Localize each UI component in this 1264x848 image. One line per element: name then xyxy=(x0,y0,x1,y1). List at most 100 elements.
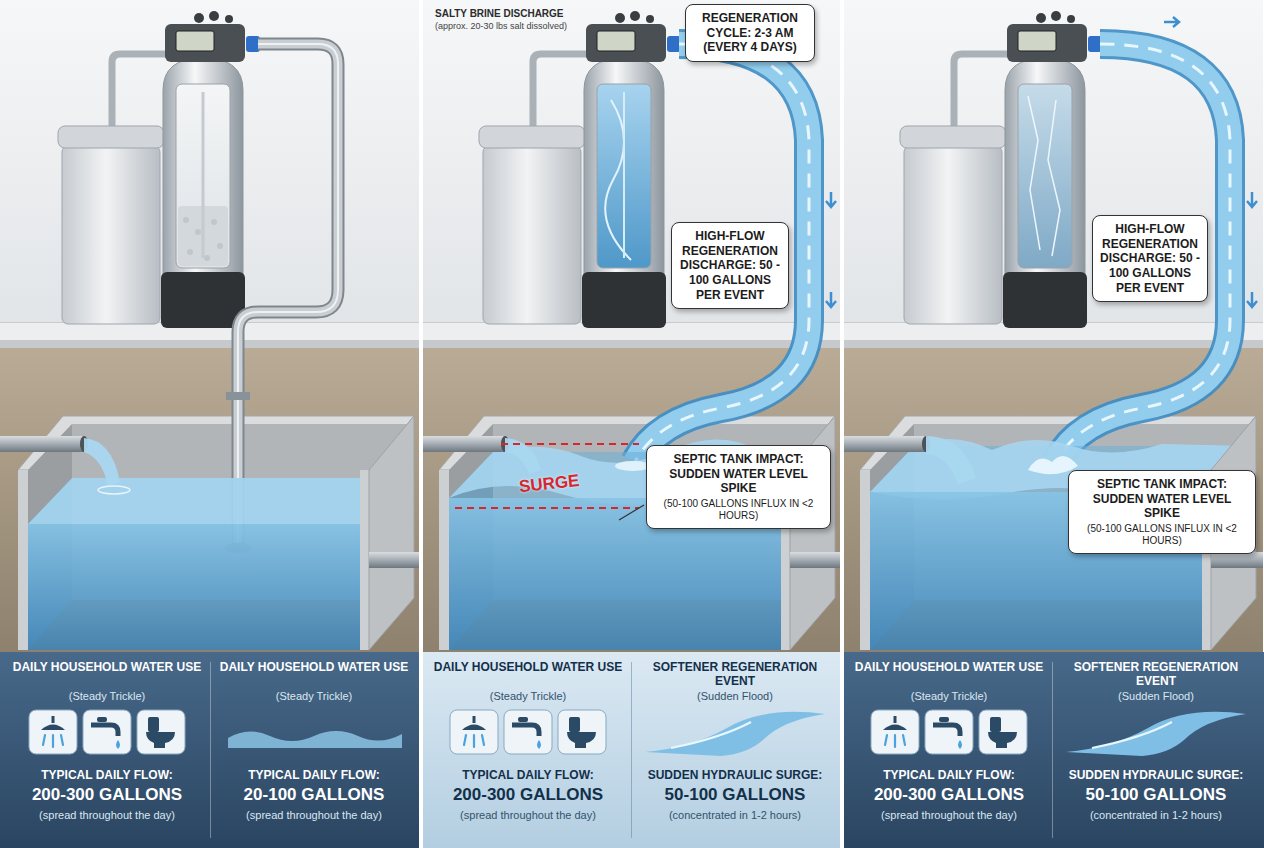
flow-summary: DAILY HOUSEHOLD WATER USE (Steady Trickle… xyxy=(848,652,1050,848)
tank-front xyxy=(421,416,842,650)
summary-text: (spread throughout the day) xyxy=(431,809,625,822)
summary-text: (spread throughout the day) xyxy=(10,809,204,822)
callout-text: SEPTIC TANK IMPACT: SUDDEN WATER LEVEL S… xyxy=(1076,477,1248,521)
callout-box: HIGH-FLOW REGENERATION DISCHARGE: 50 - 1… xyxy=(1092,215,1208,302)
callout-text: SEPTIC TANK IMPACT: SUDDEN WATER LEVEL S… xyxy=(654,452,823,496)
flow-arrow xyxy=(826,292,836,307)
summary-text: 50-100 GALLONS xyxy=(638,785,832,805)
summary-text: DAILY HOUSEHOLD WATER USE xyxy=(217,660,411,674)
panel-normal xyxy=(84,438,120,486)
tank-front xyxy=(842,416,1263,650)
panel-surge xyxy=(1066,712,1246,756)
summary-text: (spread throughout the day) xyxy=(852,809,1046,822)
callout-text: (50-100 GALLONS INFLUX IN <2 HOURS) xyxy=(1076,523,1248,547)
flow-arrow xyxy=(1164,17,1179,27)
summary-text: TYPICAL DAILY FLOW: xyxy=(852,768,1046,782)
summary-text: DAILY HOUSEHOLD WATER USE xyxy=(431,660,625,674)
summary-text: 20-100 GALLONS xyxy=(217,785,411,805)
panel-regeneration xyxy=(421,652,842,848)
summary-text: 50-100 GALLONS xyxy=(1059,785,1253,805)
summary-text: TYPICAL DAILY FLOW: xyxy=(217,768,411,782)
summary-text: (Steady Trickle) xyxy=(852,690,1046,703)
panel-regeneration xyxy=(671,722,751,748)
panel-surge xyxy=(926,436,976,484)
panel-regeneration xyxy=(421,0,842,848)
flow-arrow xyxy=(1247,292,1257,307)
fixture-icons xyxy=(871,710,1027,754)
panel-regeneration xyxy=(597,84,651,268)
summary-text: SUDDEN HYDRAULIC SURGE: xyxy=(638,768,832,782)
panel-surge xyxy=(1028,96,1060,256)
summary-text: DAILY HOUSEHOLD WATER USE xyxy=(852,660,1046,674)
panel-divider xyxy=(840,0,844,848)
panel-regeneration xyxy=(631,662,632,838)
panel-surge xyxy=(842,0,1264,848)
panel-normal xyxy=(28,524,360,650)
flow-arrow xyxy=(826,192,836,207)
panel-normal xyxy=(202,92,205,258)
panel-normal xyxy=(176,84,230,268)
summary-text: 200-300 GALLONS xyxy=(10,785,204,805)
panel-regeneration xyxy=(619,505,644,520)
summary-text: (Sudden Flood) xyxy=(638,690,832,703)
panel-normal xyxy=(228,731,402,748)
panel-surge xyxy=(1018,84,1072,268)
summary-text: TYPICAL DAILY FLOW: xyxy=(10,768,204,782)
panel-surge xyxy=(1052,662,1053,838)
summary-text: SUDDEN HYDRAULIC SURGE: xyxy=(1059,768,1253,782)
annotation-note: (approx. 20-30 lbs salt dissolved) xyxy=(435,21,567,31)
summary-text: (Sudden Flood) xyxy=(1059,690,1253,703)
summary-text: 200-300 GALLONS xyxy=(852,785,1046,805)
summary-text: SOFTENER REGENERATION EVENT xyxy=(638,660,832,688)
panel-normal xyxy=(238,44,338,545)
flow-summary: SOFTENER REGENERATION EVENT(Sudden Flood… xyxy=(1055,652,1257,848)
fixture-icons xyxy=(450,710,606,754)
flow-summary: SOFTENER REGENERATION EVENT (Sudden Flood… xyxy=(634,652,836,848)
flow-summary: DAILY HOUSEHOLD WATER USE (Steady Trickle… xyxy=(6,652,208,848)
panel-regeneration xyxy=(605,100,631,260)
panel-regeneration xyxy=(623,92,625,258)
summary-text: (Steady Trickle) xyxy=(217,690,411,703)
flow-summary: DAILY HOUSEHOLD WATER USE (Steady Trickle… xyxy=(213,652,415,848)
annotation: SALTY BRINE DISCHARGE xyxy=(435,8,564,19)
summary-text: DAILY HOUSEHOLD WATER USE xyxy=(10,660,204,674)
panel-normal xyxy=(195,229,201,235)
fixture-icons xyxy=(29,710,185,754)
panel-normal xyxy=(211,219,217,225)
panel-normal xyxy=(210,662,211,838)
softener-and-tank xyxy=(421,0,842,652)
panel-normal xyxy=(0,652,421,848)
panel-normal xyxy=(98,486,130,494)
panel-normal xyxy=(238,44,338,545)
summary-text: (Steady Trickle) xyxy=(431,690,625,703)
callout-text: HIGH-FLOW REGENERATION DISCHARGE: 50 - 1… xyxy=(679,229,781,302)
discharge-flow xyxy=(635,44,809,462)
callout-text: REGENERATION CYCLE: 2-3 AM (EVERY 4 DAYS… xyxy=(693,11,807,55)
summary-text: 200-300 GALLONS xyxy=(431,785,625,805)
panel-regeneration xyxy=(455,444,639,508)
softener-and-tank xyxy=(842,0,1263,652)
panel-normal xyxy=(187,249,193,255)
callout-box: REGENERATION CYCLE: 2-3 AM (EVERY 4 DAYS… xyxy=(685,4,815,62)
panel-normal xyxy=(28,478,406,524)
callout-box: HIGH-FLOW REGENERATION DISCHARGE: 50 - 1… xyxy=(671,222,789,309)
panel-surge xyxy=(842,652,1264,848)
panel-regeneration xyxy=(505,438,541,474)
callout-box: SEPTIC TANK IMPACT: SUDDEN WATER LEVEL S… xyxy=(1068,470,1256,554)
softener-and-tank xyxy=(0,0,421,652)
panel-normal xyxy=(238,44,338,545)
summary-text: (concentrated in 1-2 hours) xyxy=(638,809,832,822)
tank-front xyxy=(0,416,421,650)
flow-arrow xyxy=(1247,192,1257,207)
discharge-flow xyxy=(1056,44,1230,462)
callout-text: HIGH-FLOW REGENERATION DISCHARGE: 50 - 1… xyxy=(1100,222,1200,295)
panel-regeneration xyxy=(645,712,825,756)
summary-text: (Steady Trickle) xyxy=(10,690,204,703)
panel-normal xyxy=(183,217,189,223)
panel-divider xyxy=(419,0,423,848)
summary-text: TYPICAL DAILY FLOW: xyxy=(431,768,625,782)
callout-text: (50-100 GALLONS INFLUX IN <2 HOURS) xyxy=(654,498,823,522)
panel-normal xyxy=(217,243,223,249)
